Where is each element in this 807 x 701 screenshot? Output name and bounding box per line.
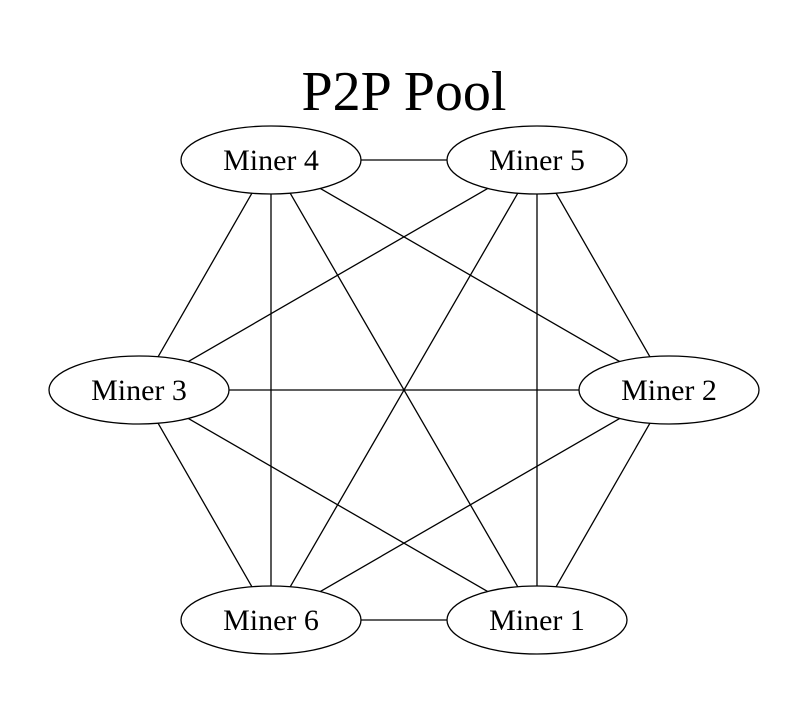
node-ellipse [48, 355, 230, 425]
node-miner6: Miner 6 [180, 585, 362, 655]
node-label: Miner 3 [91, 374, 187, 407]
node-ellipse [180, 125, 362, 195]
node-label: Miner 5 [489, 144, 585, 177]
edge-miner2-miner6 [319, 417, 621, 593]
node-ellipse [446, 585, 628, 655]
node-miner4: Miner 4 [180, 125, 362, 195]
node-label: Miner 6 [223, 604, 319, 637]
node-ellipse [446, 125, 628, 195]
nodes-layer: Miner 1 Miner 2 Miner 3 Miner 4 Miner 5 Miner… [48, 125, 760, 655]
node-miner2: Miner 2 [578, 355, 760, 425]
node-label: Miner 1 [489, 604, 585, 637]
node-miner5: Miner 5 [446, 125, 628, 195]
node-ellipse [578, 355, 760, 425]
edge-miner2-miner1 [555, 422, 651, 588]
edges-layer [157, 159, 651, 621]
node-ellipse [180, 585, 362, 655]
edge-miner3-miner1 [187, 417, 489, 593]
edge-miner4-miner3 [157, 192, 253, 358]
edge-miner3-miner6 [157, 422, 253, 588]
node-miner1: Miner 1 [446, 585, 628, 655]
edge-miner5-miner3 [187, 187, 489, 363]
node-label: Miner 2 [621, 374, 717, 407]
node-label: Miner 4 [223, 144, 319, 177]
node-miner3: Miner 3 [48, 355, 230, 425]
edge-miner5-miner2 [555, 192, 651, 358]
diagram-title: P2P Pool [302, 61, 507, 123]
